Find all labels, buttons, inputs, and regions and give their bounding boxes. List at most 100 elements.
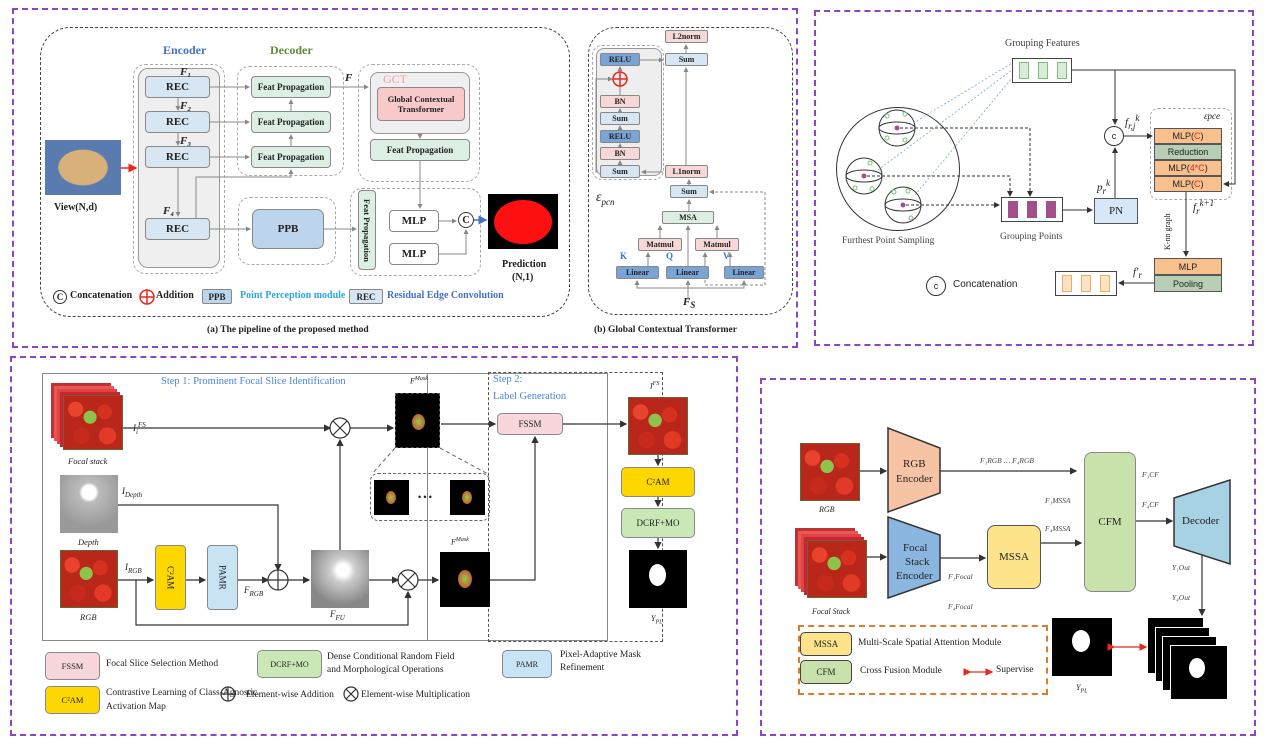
mlp-block-1: MLP <box>389 210 439 232</box>
fs-encoder-text-2: Stack <box>905 556 930 568</box>
legend-fssm-key: FSSM <box>45 652 100 680</box>
legend-rec-key: REC <box>349 289 383 304</box>
focal-stack-image <box>63 395 123 450</box>
panel-training <box>760 378 1256 736</box>
epsilon-symbol: ε <box>596 190 602 205</box>
fs-label: FS <box>683 296 695 310</box>
feature-cell-3 <box>1057 62 1067 79</box>
ypl-image <box>629 550 687 608</box>
caption-a: (a) The pipeline of the proposed method <box>207 325 369 335</box>
y-out-4-label: Y₄Out <box>1172 593 1191 602</box>
panel-b-addition-icon <box>612 71 628 87</box>
p-r-label: prk <box>1097 178 1110 196</box>
point-cell-1 <box>1008 201 1018 218</box>
l2norm-block: L2norm <box>665 30 708 43</box>
rgb-mask-label: FMask <box>451 537 469 547</box>
e-ypl-blob <box>1072 630 1090 652</box>
rgb-image <box>60 550 118 608</box>
decoder-text: Decoder <box>1182 515 1220 527</box>
step1-title: Step 1: Prominent Focal Slice Identifica… <box>161 376 346 387</box>
f4-label: F₄ <box>163 205 175 217</box>
mask-slice-1 <box>374 480 409 515</box>
f-focal-1-label: F₁Focal <box>948 572 973 581</box>
ip-fs-label: IFS <box>650 381 659 391</box>
view-image <box>45 140 121 195</box>
f-rj-label: fr,jk <box>1125 113 1139 131</box>
epcn-group <box>592 45 664 180</box>
l1norm-block: L1norm <box>665 165 708 178</box>
ellipsis: • • • <box>418 492 432 502</box>
view-label: View(N,d) <box>54 202 98 213</box>
step1-frame-ext <box>428 373 608 641</box>
fs-mask-sup: Mask <box>414 376 428 382</box>
mlp-4c-close: ) <box>1204 163 1208 173</box>
mssa-block: MSSA <box>987 525 1041 589</box>
i-rgb-main: I <box>125 562 128 572</box>
fs-sub: S <box>690 300 696 311</box>
rgb-label: RGB <box>80 612 97 622</box>
point-cell-3 <box>1046 201 1056 218</box>
depth-image <box>60 475 118 533</box>
e-ypl-main: Y <box>1076 683 1081 692</box>
y-out-1-label: Y₁Out <box>1172 563 1191 572</box>
e-legend-frame <box>798 625 1048 695</box>
epsilon-sub: pcn <box>601 196 615 207</box>
e-rgb-label: RGB <box>819 505 835 514</box>
step2-title-2: Label Generation <box>493 391 567 402</box>
legend-supervise: Supervise <box>996 665 1034 675</box>
legend-add-desc: Element-wise Addition <box>246 690 334 700</box>
panel-d-multiply-2-icon <box>397 569 419 591</box>
pipeline-container <box>40 27 570 317</box>
f-fu-label: FFU <box>330 609 345 622</box>
fs-mask-f: F <box>410 376 415 386</box>
bn-1: BN <box>600 95 640 108</box>
legend-pamr-desc-2: Refinement <box>560 663 605 673</box>
legend-c2am-key: C²AM <box>45 686 100 714</box>
fs-encoder-trapezoid <box>887 515 941 600</box>
mask-zoom-lines <box>371 447 489 475</box>
panel-e-arrows <box>860 467 1206 617</box>
mlp-4c-text: MLP( <box>1168 163 1190 173</box>
f-rj-sub: r,j <box>1128 120 1136 131</box>
rec-block-3: REC <box>145 146 210 168</box>
panel-d-addition-icon <box>267 569 289 591</box>
grouping-points-label: Grouping Points <box>1000 232 1063 242</box>
mlp-group <box>350 188 481 276</box>
linear-q: Linear <box>666 266 709 279</box>
f-cf-1-label: F₁CF <box>1142 470 1159 479</box>
f-rgb-main: F <box>244 585 250 595</box>
i-fs-sub: i <box>136 427 138 436</box>
q-label: Q <box>666 251 674 261</box>
y-out-stack-4 <box>1170 645 1228 700</box>
caption-b: (b) Global Contextual Transformer <box>594 325 737 335</box>
mask-slice-n-blob <box>462 491 472 504</box>
fs-encoder-text-1: Focal <box>903 542 928 554</box>
legend-d-addition-icon <box>220 686 236 702</box>
out-cell-1 <box>1062 275 1072 292</box>
epce-label: εpce <box>1204 111 1221 121</box>
pooling-block: Pooling <box>1154 275 1222 292</box>
legend-concat-c-symbol: c <box>933 281 939 291</box>
e-focal-stack-image <box>807 540 867 598</box>
rgb-mask-blob <box>458 570 472 588</box>
legend-mssa-key: MSSA <box>800 632 852 656</box>
legend-concat-symbol: C <box>56 292 64 302</box>
f2-label: F₂ <box>180 100 192 112</box>
legend-cfm-desc: Cross Fusion Module <box>860 666 942 676</box>
f-rj-sup: k <box>1135 113 1140 123</box>
ypl-blob <box>649 564 666 586</box>
i-depth-main: I <box>122 486 125 496</box>
legend-dcrf-key: DCRF+MO <box>257 650 322 678</box>
concat-symbol: C <box>462 214 470 226</box>
legend-cfm-key: CFM <box>800 660 852 684</box>
matmul-1: Matmul <box>638 238 682 251</box>
f-rgb-label: FRGB <box>244 585 263 598</box>
feat-prop-3: Feat Propagation <box>251 146 331 168</box>
legend-dcrf-desc-1: Dense Conditional Random Field <box>327 652 455 662</box>
i-fs-sup: FS <box>137 421 146 429</box>
panel-label-generation <box>10 356 738 736</box>
legend-c2am-desc-2: Activation Map <box>106 702 166 712</box>
step1-frame <box>42 373 428 641</box>
gct-title: GCT <box>383 72 407 86</box>
mask-slice-n <box>450 480 485 515</box>
